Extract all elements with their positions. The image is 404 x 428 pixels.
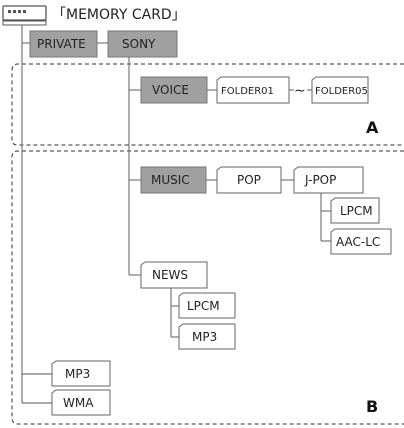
folder-folder01-label: FOLDER01 <box>221 86 274 97</box>
tree-connectors <box>21 18 331 404</box>
region-b-border <box>11 150 404 425</box>
folder-wma-label: WMA <box>63 396 94 410</box>
folder-pop: POP <box>216 166 282 194</box>
folder-folder05-label: FOLDER05 <box>315 86 368 97</box>
folder-voice: VOICE <box>140 76 208 104</box>
folder-jpop-lpcm: LPCM <box>330 197 380 224</box>
range-separator: ∼ <box>294 83 306 99</box>
folder-mp3-label: MP3 <box>65 367 90 381</box>
region-a-border <box>11 63 404 146</box>
folder-jpop-lpcm-label: LPCM <box>340 204 373 218</box>
folder-voice-label: VOICE <box>152 83 189 97</box>
folder-music: MUSIC <box>140 166 207 194</box>
folder-news-lpcm: LPCM <box>178 292 236 319</box>
folder-music-label: MUSIC <box>151 173 190 187</box>
folder-mp3: MP3 <box>51 360 111 387</box>
folder-news-mp3: MP3 <box>178 323 236 350</box>
folder-sony: SONY <box>107 30 178 58</box>
folder-jpop-label: J-POP <box>304 173 336 187</box>
folder-news-lpcm-label: LPCM <box>187 299 220 313</box>
region-a-marker: A <box>366 118 379 137</box>
folder-private: PRIVATE <box>29 30 98 58</box>
folder-news: NEWS <box>140 261 208 289</box>
folder-jpop: J-POP <box>293 166 364 194</box>
memory-card-icon <box>2 5 47 26</box>
folder-jpop-aaclc: AAC-LC <box>330 228 392 255</box>
folder-folder05: FOLDER05 <box>311 76 369 104</box>
folder-news-label: NEWS <box>152 268 188 282</box>
root-label: 「MEMORY CARD」 <box>52 7 186 23</box>
folder-news-mp3-label: MP3 <box>192 330 217 344</box>
folder-sony-label: SONY <box>122 37 156 51</box>
folder-wma: WMA <box>51 389 111 416</box>
folder-jpop-aaclc-label: AAC-LC <box>336 235 380 249</box>
region-b-marker: B <box>366 397 378 416</box>
folder-folder01: FOLDER01 <box>216 76 290 104</box>
folder-pop-label: POP <box>237 173 261 187</box>
folder-private-label: PRIVATE <box>37 37 86 51</box>
